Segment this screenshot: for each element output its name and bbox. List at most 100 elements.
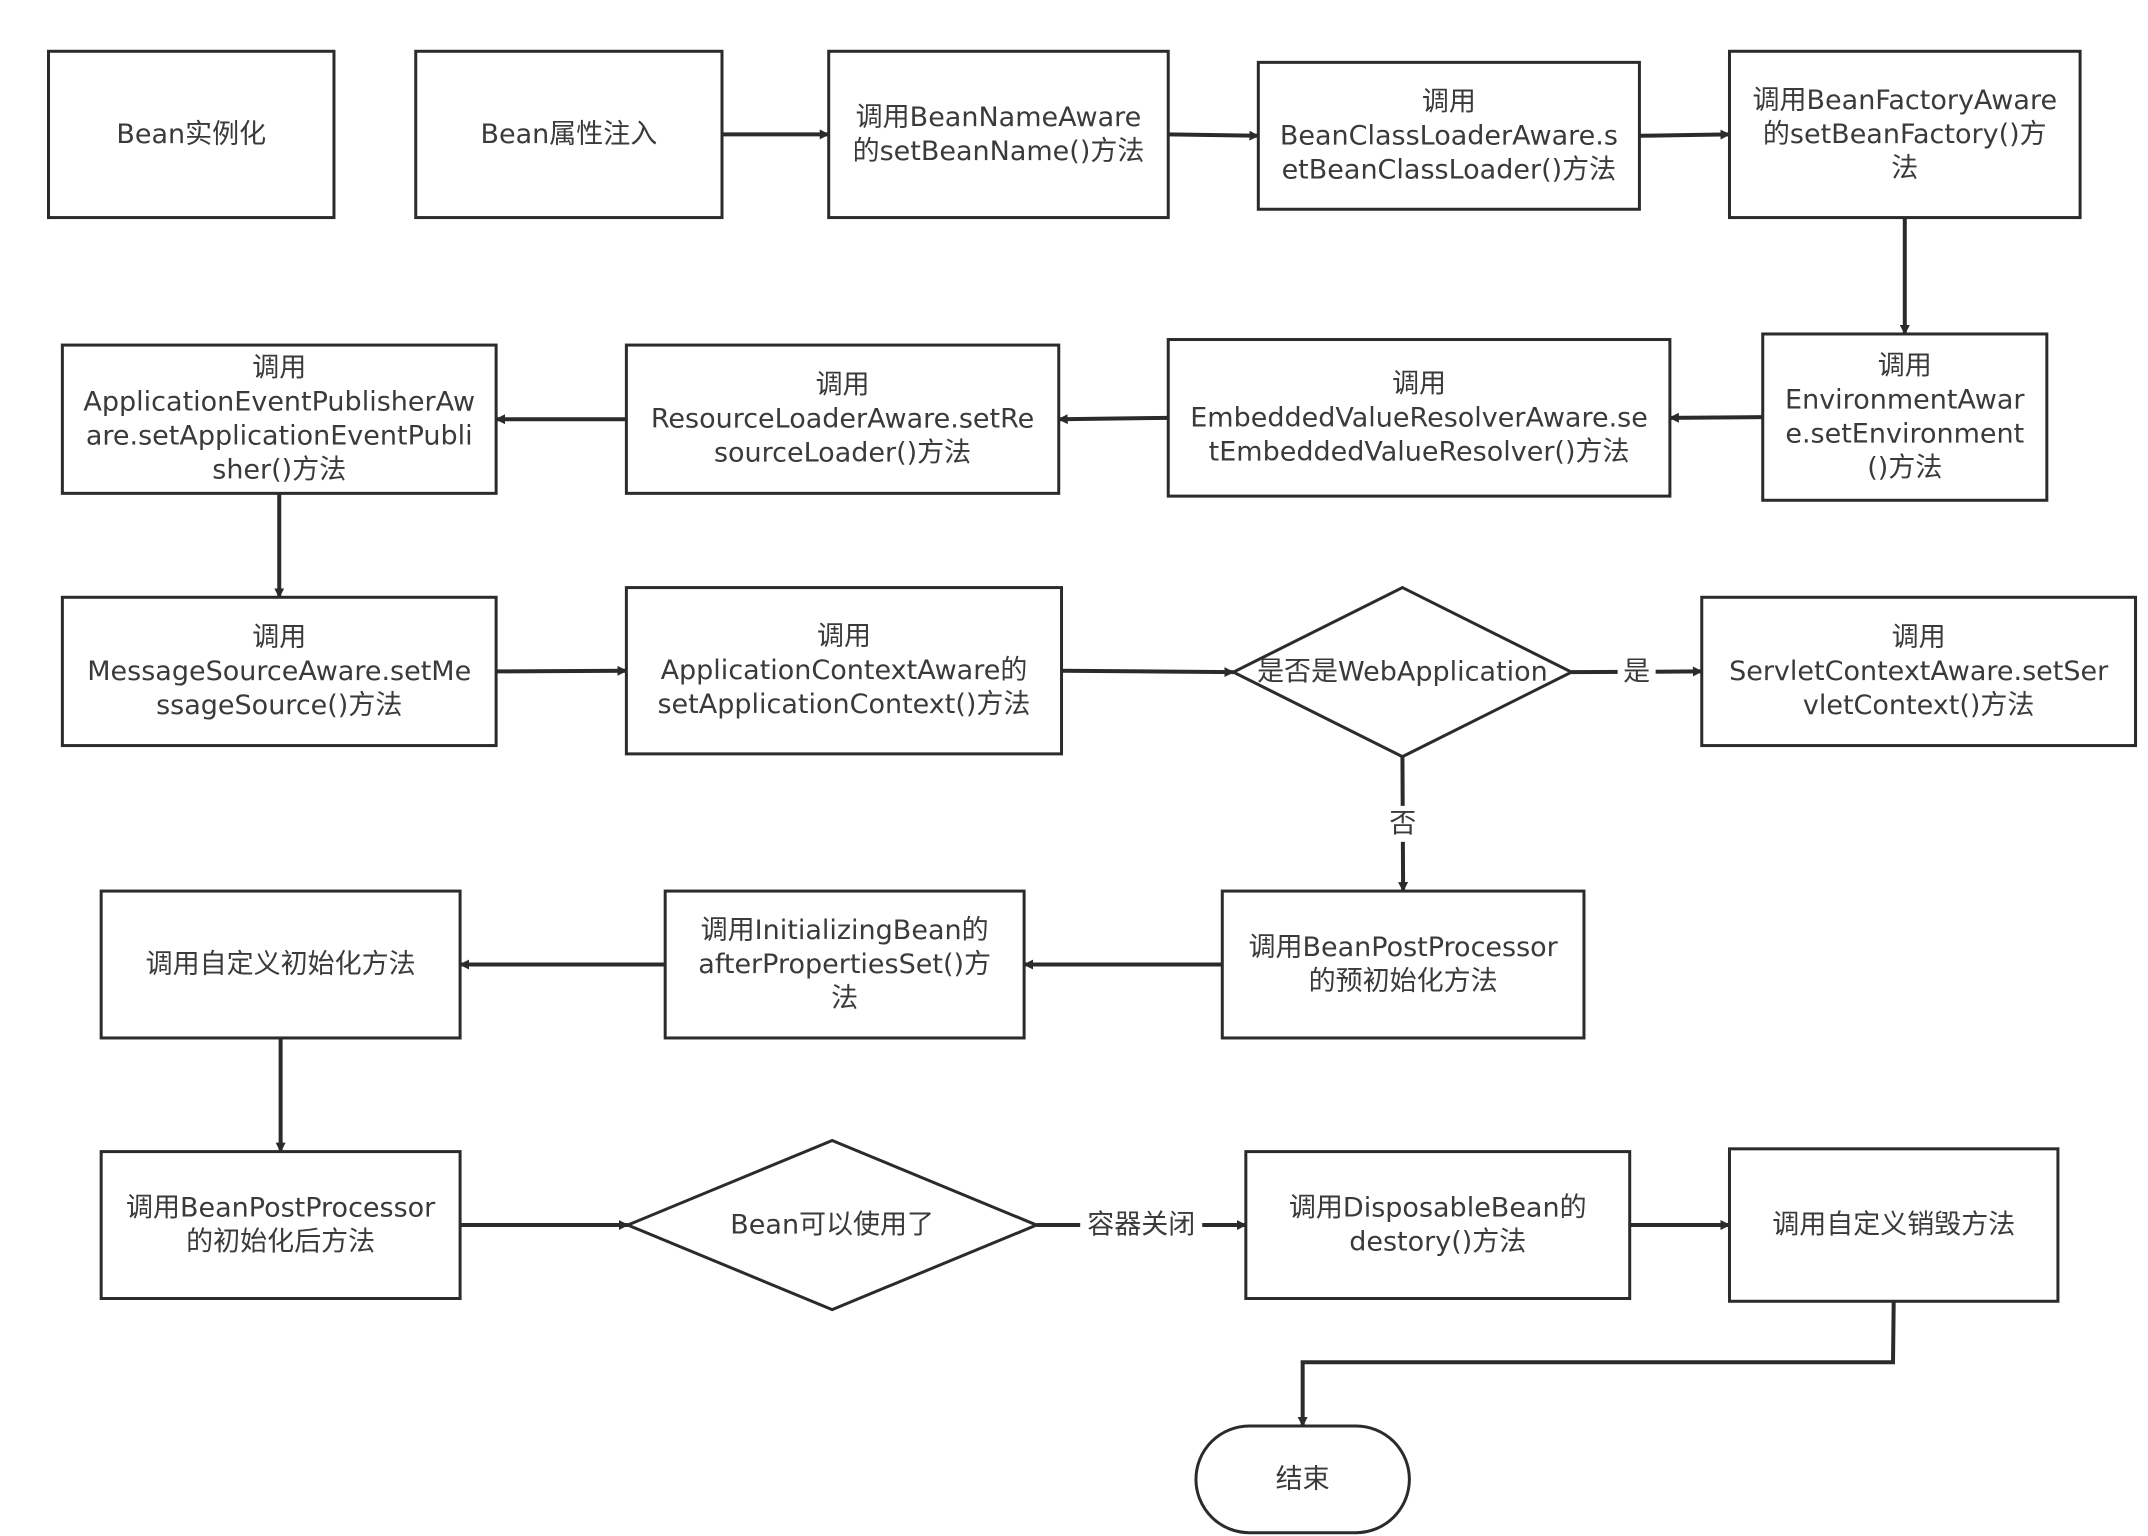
edge-arrow [1057, 414, 1169, 425]
process-box [1244, 1150, 1632, 1301]
edge-arrow [1168, 130, 1260, 141]
node-label-line: etBeanClassLoader()方法 [1282, 154, 1617, 185]
node-n8: 调用ResourceLoaderAware.setResourceLoader(… [624, 343, 1061, 495]
process-box [99, 889, 462, 1040]
node-n7: 调用EmbeddedValueResolverAware.setEmbedded… [1166, 338, 1672, 498]
node-label-line: e.setEnvironment [1785, 419, 2024, 450]
process-box [414, 49, 724, 220]
edge-n12-n14: 否 [1383, 756, 1422, 893]
node-label-line: 调用自定义销毁方法 [1772, 1210, 2015, 1241]
edge-n20-n21 [1297, 1301, 1896, 1427]
node-label-line: 调用InitializingBean的 [701, 915, 989, 946]
node-label-line: Bean实例化 [116, 119, 266, 150]
edge-label-bg [1617, 653, 1656, 690]
node-label-line: 调用 [1892, 622, 1946, 653]
node-label-line: sher()方法 [212, 455, 346, 486]
node-label-line: 调用BeanPostProcessor [126, 1193, 436, 1224]
process-box [827, 49, 1170, 220]
node-label-line: tEmbeddedValueResolver()方法 [1209, 436, 1630, 467]
node-n11: 调用ApplicationContextAware的setApplication… [624, 586, 1064, 756]
node-n1: Bean实例化 [47, 49, 336, 220]
node-label-line: 法 [831, 983, 858, 1014]
node-label-line: 调用 [1422, 86, 1476, 117]
node-label-line: Bean属性注入 [480, 119, 657, 150]
node-label-line: destory()方法 [1349, 1227, 1526, 1258]
edge-n18-n19: 容器关闭 [1036, 1207, 1247, 1244]
node-label-line: 调用DisposableBean的 [1289, 1193, 1587, 1224]
edge-arrow [1061, 667, 1235, 678]
node-label-line: 调用BeanNameAware [856, 102, 1142, 133]
edge-n7-n8 [1057, 414, 1169, 425]
edge-label-bg [1383, 805, 1422, 842]
process-box [1166, 338, 1672, 498]
node-label-line: ApplicationEventPublisherAw [83, 387, 475, 418]
nodes-layer: Bean实例化 Bean属性注入 调用BeanNameAware的setBeanNa… [47, 49, 2138, 1535]
node-label-line: 调用BeanPostProcessor [1248, 932, 1558, 963]
node-label-line: ResourceLoaderAware.setRe [651, 404, 1034, 435]
node-n18: Bean可以使用了 [623, 1138, 1041, 1312]
terminal-shape [1194, 1424, 1411, 1535]
edge-arrow [1297, 1301, 1896, 1427]
process-box [1700, 595, 2138, 748]
node-label-line: ssageSource()方法 [156, 690, 402, 721]
edge-n12-n13: 是 [1571, 653, 1703, 690]
node-label-line: 调用 [1392, 368, 1446, 399]
edge-label: 容器关闭 [1087, 1210, 1195, 1241]
edge-label: 是 [1623, 656, 1650, 687]
edge-label-bg [1080, 1207, 1203, 1244]
process-box [1220, 889, 1586, 1040]
process-box [624, 343, 1061, 495]
node-label-line: 调用 [252, 353, 306, 384]
process-box [1727, 1147, 2060, 1303]
node-label-line: 调用自定义初始化方法 [146, 949, 416, 980]
node-label-line: sourceLoader()方法 [714, 438, 971, 469]
node-label-line: 结束 [1276, 1464, 1330, 1495]
node-n10: 调用MessageSourceAware.setMessageSource()方… [60, 595, 498, 748]
process-box [1256, 60, 1641, 211]
process-box [663, 889, 1026, 1040]
process-box [60, 343, 498, 495]
node-label-line: ()方法 [1867, 453, 1942, 484]
decision-diamond [623, 1138, 1041, 1312]
node-label-line: MessageSourceAware.setMe [87, 656, 471, 687]
node-label-line: 调用 [817, 621, 871, 652]
node-label-line: ServletContextAware.setSer [1729, 656, 2109, 687]
node-label-line: ApplicationContextAware的 [661, 655, 1028, 686]
node-n15: 调用InitializingBean的afterPropertiesSet()方… [663, 889, 1026, 1040]
node-n13: 调用ServletContextAware.setServletContext(… [1700, 595, 2138, 748]
node-label-line: EnvironmentAwar [1785, 385, 2025, 416]
edge-label: 否 [1389, 808, 1416, 839]
node-label-line: Bean可以使用了 [730, 1210, 934, 1241]
process-box [624, 586, 1064, 756]
edge-arrow [1639, 129, 1731, 140]
node-n2: Bean属性注入 [414, 49, 724, 220]
process-box [1761, 332, 2049, 502]
node-label-line: 调用 [252, 622, 306, 653]
edge-n4-n5 [1639, 129, 1731, 140]
node-label-line: 调用 [1878, 351, 1932, 382]
node-n9: 调用ApplicationEventPublisherAware.setAppl… [60, 343, 498, 495]
node-label-line: 的setBeanFactory()方 [1763, 119, 2047, 150]
node-label-line: afterPropertiesSet()方 [698, 949, 991, 980]
node-label-line: setApplicationContext()方法 [657, 689, 1030, 720]
process-box [60, 595, 498, 748]
decision-diamond [1230, 585, 1575, 759]
node-label-line: 法 [1891, 153, 1918, 184]
node-n21: 结束 [1194, 1424, 1411, 1535]
node-n12: 是否是WebApplication [1230, 585, 1575, 759]
process-box [47, 49, 336, 220]
edge-n10-n11 [496, 665, 628, 676]
edge-n3-n4 [1168, 130, 1260, 141]
node-label-line: 的预初始化方法 [1309, 966, 1498, 997]
edge-n11-n12 [1061, 667, 1235, 678]
node-n4: 调用BeanClassLoaderAware.setBeanClassLoade… [1256, 60, 1641, 211]
node-label-line: 是否是WebApplication [1257, 657, 1548, 688]
